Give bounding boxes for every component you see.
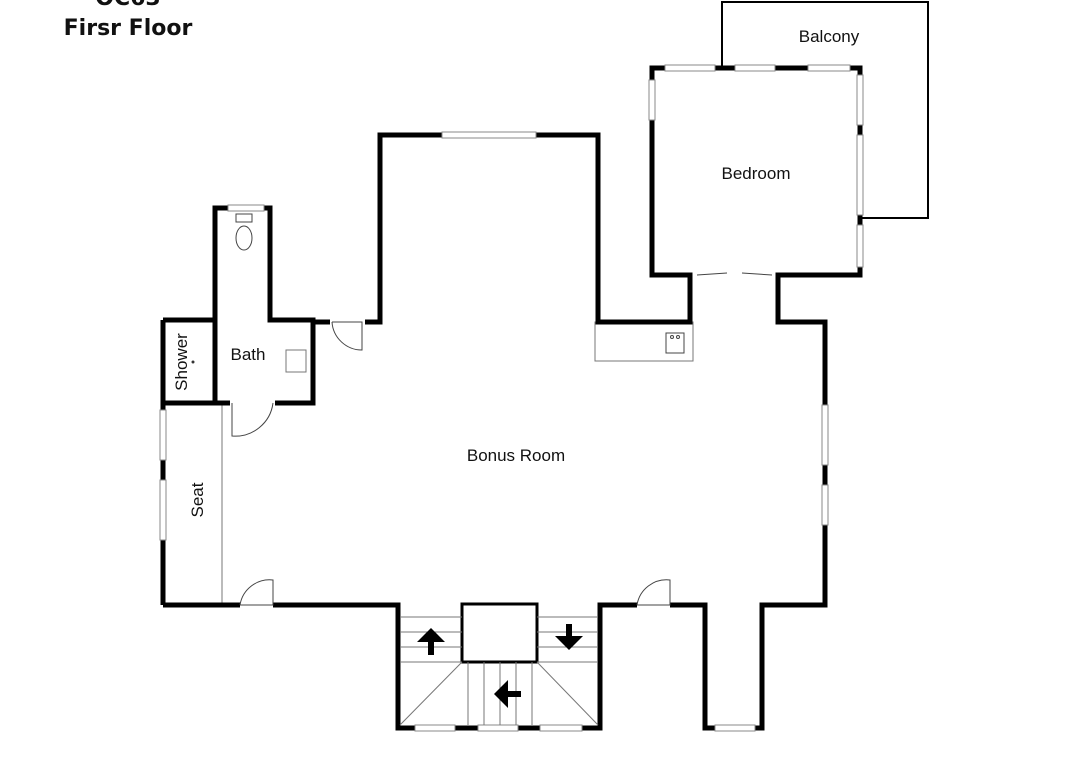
shower-drain-icon [191, 360, 195, 364]
toilet-icon [235, 213, 253, 251]
windows [159, 64, 864, 732]
stair-arrows [417, 624, 583, 708]
label-seat: Seat [188, 482, 207, 517]
label-balcony: Balcony [799, 27, 860, 46]
arrow-up-icon [417, 628, 445, 655]
label-bonus-room: Bonus Room [467, 446, 565, 465]
floor-title: Firsr Floor [63, 16, 193, 41]
balcony-outline [721, 1, 929, 219]
label-shower: Shower [172, 333, 191, 391]
interior-lines [221, 321, 694, 605]
door-swings [231, 272, 773, 606]
label-bath: Bath [231, 345, 266, 364]
walls [160, 65, 863, 731]
arrow-down-icon [555, 624, 583, 650]
label-bedroom: Bedroom [722, 164, 791, 183]
plan-code: OC63 [0, 0, 256, 11]
sink-icon [665, 332, 685, 354]
arrow-left-icon [494, 680, 521, 708]
